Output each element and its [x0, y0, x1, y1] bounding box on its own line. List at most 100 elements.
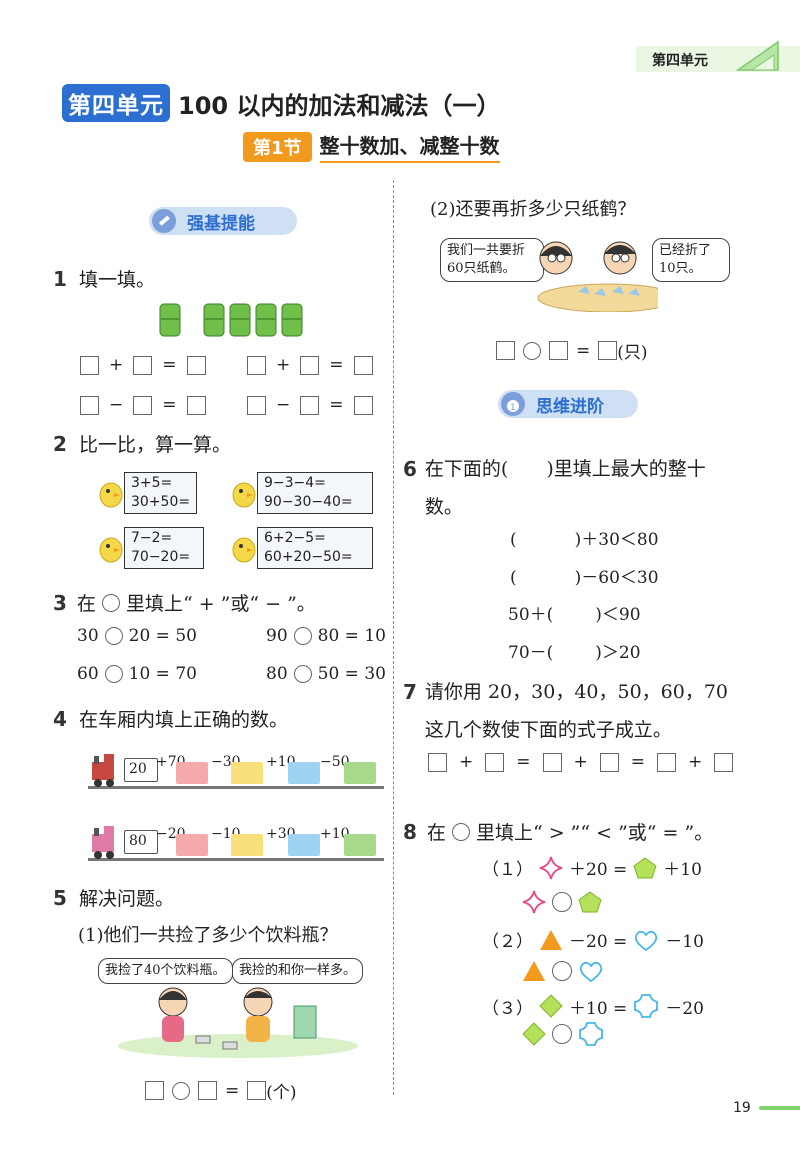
cross-shape-icon [579, 1022, 603, 1046]
answer-box[interactable] [80, 355, 99, 375]
item-label: （２） [482, 932, 533, 952]
answer-box[interactable] [598, 341, 618, 360]
banner-advanced: 1 思维进阶 [498, 390, 638, 418]
train-car[interactable]: 20 [124, 758, 158, 782]
question-text: 里填上“ > ”“ < ”或“ = ”。 [475, 822, 714, 844]
answer-box[interactable] [549, 341, 568, 360]
children-illustration [118, 987, 358, 1058]
rail [88, 786, 384, 789]
operand: 80 [266, 664, 288, 684]
train-car[interactable] [176, 762, 208, 784]
answer-box[interactable] [542, 752, 562, 772]
speech-bubble: 我捡的和你一样多。 [232, 958, 364, 984]
unit-tab: 第四单元 [636, 40, 800, 72]
answer-circle[interactable] [552, 961, 572, 981]
question-number: 2 [53, 432, 67, 456]
train-car[interactable] [288, 834, 320, 856]
question-5: 5 解决问题。 [53, 884, 174, 911]
answer-circle[interactable] [552, 892, 572, 912]
answer-box[interactable] [133, 355, 153, 375]
calc-card: 9−3−4=90−30−40= [231, 472, 373, 514]
answer-box[interactable] [247, 395, 266, 415]
heart-shape-icon [635, 930, 658, 951]
train-car[interactable] [231, 834, 263, 856]
answer-box[interactable] [247, 355, 266, 375]
heart-shape-icon [579, 961, 603, 982]
speech-bubble: 已经折了10只。 [652, 238, 730, 282]
answer-circle[interactable] [104, 665, 123, 683]
item-label: （１） [482, 860, 533, 880]
train-car[interactable] [288, 762, 320, 784]
locomotive-icon [92, 754, 114, 787]
calc-card: 6+2−5=60+20−50= [231, 527, 373, 569]
answer-box[interactable] [300, 355, 320, 375]
unit-label: 第四单元 [62, 84, 170, 122]
calc-card: 3+5=30+50= [98, 472, 198, 514]
page-number-value: 19 [733, 1100, 751, 1116]
q5-answer-2: = (只) [496, 338, 648, 363]
answer-box[interactable] [198, 1081, 217, 1100]
train-2: 80 −20 −10 +30 +10 [88, 822, 384, 864]
answer-circle[interactable] [293, 665, 312, 683]
answer-box[interactable] [485, 752, 505, 772]
answer-box[interactable] [186, 355, 206, 375]
question-7: 7 请你用 20，30，40，50，60，70 这几个数使下面的式子成立。 [403, 673, 748, 749]
calc-line: 3+5= [131, 475, 173, 491]
train-car[interactable] [176, 834, 208, 856]
bottle-scene: 我捡了40个饮料瓶。 我捡的和你一样多。 [98, 958, 366, 1058]
answer-box[interactable] [599, 752, 619, 772]
operand: －20 [665, 998, 704, 1019]
triangle-shape-icon [523, 961, 545, 981]
operand: －20 = [569, 932, 628, 952]
operand: ＋10 = [569, 998, 628, 1019]
answer-box[interactable] [80, 395, 99, 415]
answer-circle[interactable] [104, 627, 123, 645]
diamond-shape-icon [522, 1022, 546, 1046]
star-shape-icon [539, 856, 563, 879]
train-car[interactable] [344, 762, 376, 784]
question-1: 1 填一填。 [53, 265, 155, 292]
question-8: 8 在 里填上“ > ”“ < ”或“ = ”。 [403, 818, 713, 845]
answer-circle[interactable] [523, 341, 541, 360]
q5-part-2: (2)还要再折多少只纸鹤？ [430, 199, 636, 220]
pentagon-shape-icon [578, 891, 602, 913]
answer-circle[interactable] [293, 627, 312, 645]
question-2: 2 比一比，算一算。 [53, 430, 231, 457]
answer-circle[interactable] [552, 1024, 572, 1044]
answer-box[interactable] [496, 341, 515, 360]
q6-post: )＋30＜80 [574, 530, 659, 550]
answer-box[interactable] [133, 395, 153, 415]
question-4: 4 在车厢内填上正确的数。 [53, 705, 288, 732]
section-header: 第1节 整十数加、减整十数 [243, 130, 500, 163]
answer-box[interactable] [186, 395, 206, 415]
q8-compare-1 [522, 890, 602, 914]
train-car[interactable] [231, 762, 263, 784]
svg-text:1: 1 [510, 403, 516, 413]
train-car[interactable] [344, 834, 376, 856]
answer-circle[interactable] [172, 1081, 190, 1100]
answer-box[interactable] [300, 395, 320, 415]
item-label: （３） [482, 998, 533, 1019]
triangle-shape-icon [540, 929, 562, 950]
answer-box[interactable] [353, 395, 373, 415]
train-car[interactable]: 80 [124, 830, 158, 854]
answer-box[interactable] [247, 1081, 267, 1100]
operand: －10 [665, 932, 704, 952]
unit-label: (只) [617, 343, 648, 363]
calc-line: 90−30−40= [264, 494, 353, 510]
bundle-icons [159, 303, 303, 337]
q6-post: )＜90 [595, 605, 641, 625]
question-number: 3 [53, 590, 67, 615]
q6-pre: 50＋( [508, 605, 554, 625]
answer-box[interactable] [714, 752, 734, 772]
banner-basic-label: 强基提能 [187, 213, 255, 234]
cross-shape-icon [634, 994, 659, 1018]
section-title: 整十数加、减整十数 [319, 130, 500, 163]
answer-box[interactable] [428, 752, 447, 772]
answer-box[interactable] [657, 752, 676, 772]
answer-box[interactable] [353, 355, 373, 375]
q6-post: )－60＜30 [574, 568, 659, 588]
answer-box[interactable] [145, 1081, 164, 1100]
girls-illustration [537, 241, 658, 312]
